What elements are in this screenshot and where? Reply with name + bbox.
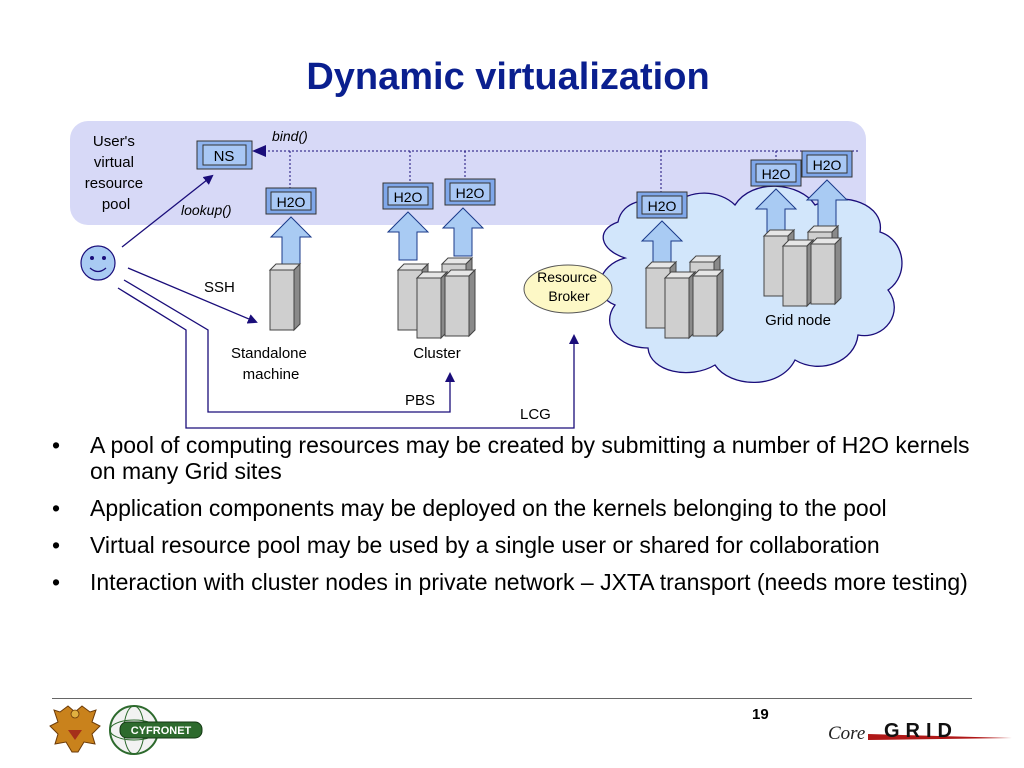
coregrid-logo: Core GRID xyxy=(828,720,1012,744)
h2o-box-standalone: H2O xyxy=(265,187,317,215)
h2o-box-grid-3: H2O xyxy=(801,150,853,178)
h2o-box-cluster-1: H2O xyxy=(382,182,434,210)
svg-text:CYFRONET: CYFRONET xyxy=(131,725,192,737)
standalone-label: Standalone machine xyxy=(231,345,311,383)
lookup-label: lookup() xyxy=(181,202,232,218)
ns-label: NS xyxy=(214,148,235,165)
cluster-label: Cluster xyxy=(413,345,461,362)
grid-node-label: Grid node xyxy=(765,312,831,329)
user-to-ns-line xyxy=(121,174,214,248)
server-standalone xyxy=(269,263,301,331)
bullet-glyph: • xyxy=(52,532,61,558)
bullet-text: Application components may be deployed o… xyxy=(90,495,887,521)
bullet-text: Virtual resource pool may be used by a s… xyxy=(90,532,880,558)
svg-text:Core: Core xyxy=(828,723,865,744)
resource-broker: Resource Broker xyxy=(523,264,613,314)
svg-text:H2O: H2O xyxy=(648,198,677,214)
lcg-label: LCG xyxy=(520,406,551,423)
h2o-box-cluster-2: H2O xyxy=(444,178,496,206)
bullet-item: • A pool of computing resources may be cr… xyxy=(50,432,980,484)
bullet-text: Interaction with cluster nodes in privat… xyxy=(90,569,968,595)
footer-divider xyxy=(52,698,972,699)
bullet-item: • Application components may be deployed … xyxy=(50,495,980,521)
bind-label: bind() xyxy=(272,128,308,144)
lcg-line xyxy=(117,287,579,429)
slide-title: Dynamic virtualization xyxy=(306,56,710,98)
svg-text:H2O: H2O xyxy=(456,185,485,201)
server-cluster xyxy=(397,257,476,339)
svg-text:H2O: H2O xyxy=(394,189,423,205)
h2o-box-grid-1: H2O xyxy=(636,191,688,219)
eagle-emblem-icon xyxy=(49,705,101,753)
svg-text:GRID: GRID xyxy=(884,720,958,742)
bullet-glyph: • xyxy=(52,569,61,595)
pbs-label: PBS xyxy=(405,392,435,409)
svg-text:H2O: H2O xyxy=(813,157,842,173)
user-smiley-icon xyxy=(80,245,116,281)
bullet-glyph: • xyxy=(52,495,61,521)
bullet-glyph: • xyxy=(52,432,61,458)
ssh-label: SSH xyxy=(204,279,235,296)
svg-text:H2O: H2O xyxy=(277,194,306,210)
bullet-item: • Interaction with cluster nodes in priva… xyxy=(50,569,980,595)
pool-label: User's virtual resource pool xyxy=(85,133,148,213)
bullet-item: • Virtual resource pool may be used by a … xyxy=(50,532,980,558)
bullet-text: A pool of computing resources may be cre… xyxy=(90,432,970,484)
pbs-line xyxy=(123,279,455,413)
h2o-box-grid-2: H2O xyxy=(750,159,802,187)
cyfronet-logo: CYFRONET xyxy=(109,705,203,755)
svg-text:H2O: H2O xyxy=(762,166,791,182)
svg-text:Resource Broker: Resource Broker xyxy=(537,269,601,304)
ssh-line xyxy=(127,267,258,324)
page-number: 19 xyxy=(752,706,769,723)
architecture-diagram: NS bind() lookup() User's virtual resour… xyxy=(70,121,903,429)
bullet-list: • A pool of computing resources may be cr… xyxy=(50,432,980,606)
bind-arrowhead xyxy=(252,145,266,157)
